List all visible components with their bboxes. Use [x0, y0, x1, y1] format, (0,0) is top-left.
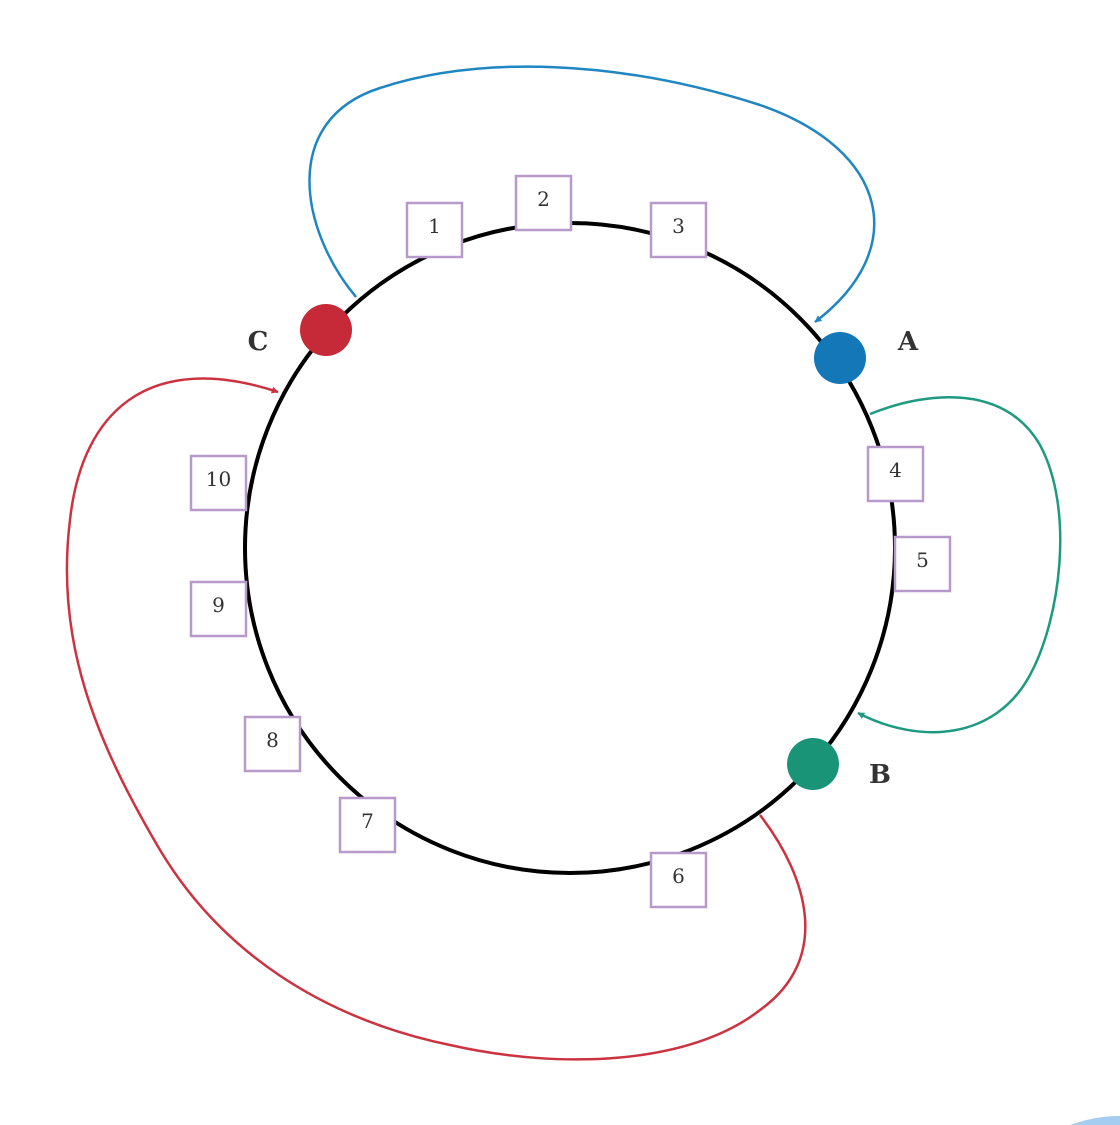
svg-text:1: 1: [428, 214, 441, 238]
box-10: 10: [189, 454, 248, 512]
svg-text:7: 7: [361, 809, 374, 833]
box-7: 7: [338, 796, 397, 854]
svg-text:10: 10: [206, 467, 231, 491]
node-b-label: B: [869, 760, 891, 790]
box-8: 8: [243, 715, 302, 773]
svg-text:2: 2: [537, 187, 550, 211]
svg-text:9: 9: [212, 593, 225, 617]
arc-a-to-b: [857, 396, 1062, 734]
corner-swoosh: [1070, 1116, 1120, 1125]
box-4: 4: [866, 445, 925, 503]
arc-c-to-a: [308, 65, 876, 323]
box-2: 2: [514, 174, 573, 232]
svg-text:6: 6: [672, 864, 685, 888]
box-6: 6: [649, 851, 708, 909]
svg-text:4: 4: [889, 458, 902, 482]
node-c: [300, 304, 352, 356]
svg-text:3: 3: [672, 214, 685, 238]
node-c-label: C: [248, 327, 269, 357]
box-9: 9: [189, 580, 248, 638]
box-5: 5: [893, 535, 952, 593]
box-3: 3: [649, 201, 708, 259]
node-b: [787, 738, 839, 790]
arc-b-to-c: [65, 377, 807, 1061]
box-1: 1: [405, 201, 464, 259]
svg-text:8: 8: [266, 728, 279, 752]
svg-text:5: 5: [916, 548, 929, 572]
node-a: [814, 332, 866, 384]
node-a-label: A: [897, 327, 919, 357]
